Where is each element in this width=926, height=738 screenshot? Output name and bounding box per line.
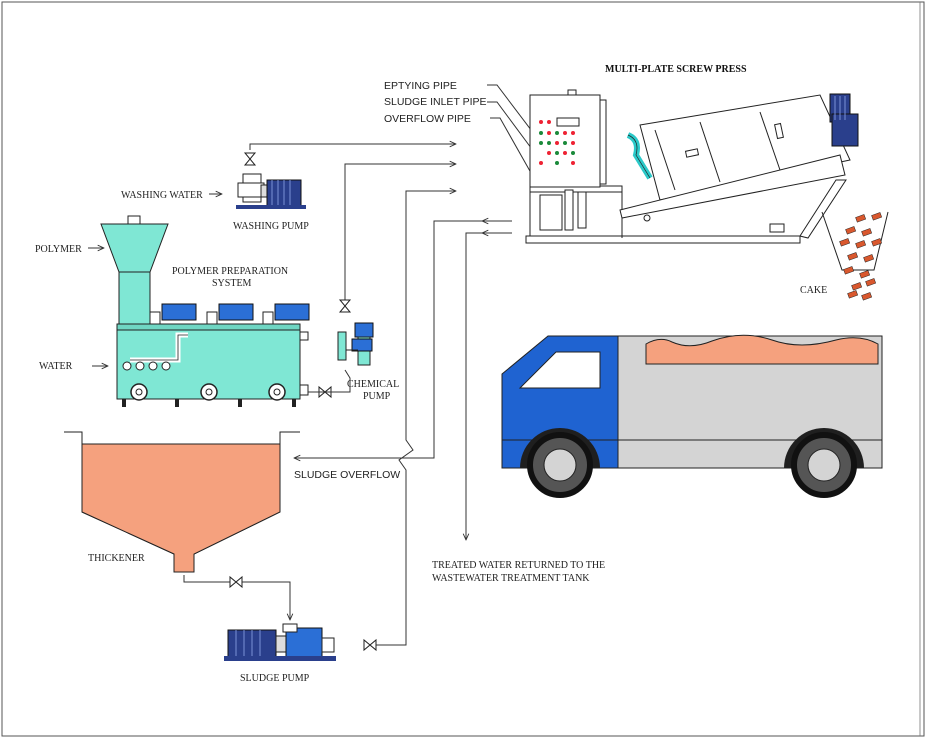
label-overflow-pipe: OVERFLOW PIPE xyxy=(384,113,471,125)
cake-piece xyxy=(871,212,883,221)
polymer-hopper xyxy=(100,223,169,273)
label-sludge-inlet-pipe: SLUDGE INLET PIPE xyxy=(384,96,487,108)
cake-piece xyxy=(847,252,859,261)
thickener-sludge xyxy=(81,443,281,573)
cake-piece xyxy=(847,290,859,299)
cake-piece xyxy=(871,238,883,247)
label-water: WATER xyxy=(39,361,73,372)
cake-piece xyxy=(861,228,873,237)
overflow-return-line xyxy=(294,220,512,458)
polymer-preparation-system[interactable] xyxy=(100,215,351,407)
multi-plate-screw-press[interactable] xyxy=(525,89,859,244)
label-polymer: POLYMER xyxy=(35,244,82,255)
cake-piece xyxy=(845,226,857,235)
label-thickener: THICKENER xyxy=(88,553,145,564)
diagram-title: MULTI-PLATE SCREW PRESS xyxy=(605,64,747,75)
cake-piece xyxy=(859,270,871,279)
label-washing-water: WASHING WATER xyxy=(121,190,203,201)
washing-line xyxy=(249,144,456,150)
cake-piece xyxy=(865,278,877,287)
label-cake: CAKE xyxy=(800,285,827,296)
sludge-feed-line xyxy=(376,191,456,646)
truck-cake-load xyxy=(645,334,879,365)
truck xyxy=(501,334,883,498)
labels: MULTI-PLATE SCREW PRESS EPTYING PIPE SLU… xyxy=(35,64,827,684)
cake-piece xyxy=(855,214,867,223)
chemical-pump[interactable] xyxy=(337,322,374,366)
label-chemical-pump-2: PUMP xyxy=(363,391,391,402)
label-polymer-prep-1: POLYMER PREPARATION xyxy=(172,266,288,277)
valve-polymer[interactable] xyxy=(338,299,352,313)
washing-pump[interactable] xyxy=(236,173,306,209)
valve-thickener[interactable] xyxy=(229,575,243,589)
screw-drum xyxy=(639,94,851,201)
thickener[interactable] xyxy=(64,431,300,573)
label-chemical-pump-1: CHEMICAL xyxy=(347,379,399,390)
cake-piece xyxy=(863,254,875,263)
sludge-pump[interactable] xyxy=(224,623,336,661)
valve-washing[interactable] xyxy=(243,152,257,166)
leader-overflow xyxy=(490,117,536,181)
cake-piece xyxy=(851,282,863,291)
label-washing-pump: WASHING PUMP xyxy=(233,221,309,232)
label-treated-water-1: TREATED WATER RETURNED TO THE xyxy=(432,560,605,571)
cake-pieces xyxy=(839,212,883,301)
cake-piece xyxy=(861,292,873,301)
label-sludge-overflow: SLUDGE OVERFLOW xyxy=(294,469,400,481)
leader-inlet xyxy=(487,101,541,161)
cake-piece xyxy=(839,238,851,247)
label-treated-water-2: WASTEWATER TREATMENT TANK xyxy=(432,573,590,584)
cake-piece xyxy=(855,240,867,249)
label-emptying-pipe: EPTYING PIPE xyxy=(384,80,457,92)
label-sludge-pump: SLUDGE PUMP xyxy=(240,673,310,684)
label-polymer-prep-2: SYSTEM xyxy=(212,278,252,289)
valve-sludge[interactable] xyxy=(363,638,377,652)
cake-piece xyxy=(843,266,855,275)
polymer-line xyxy=(344,164,456,300)
